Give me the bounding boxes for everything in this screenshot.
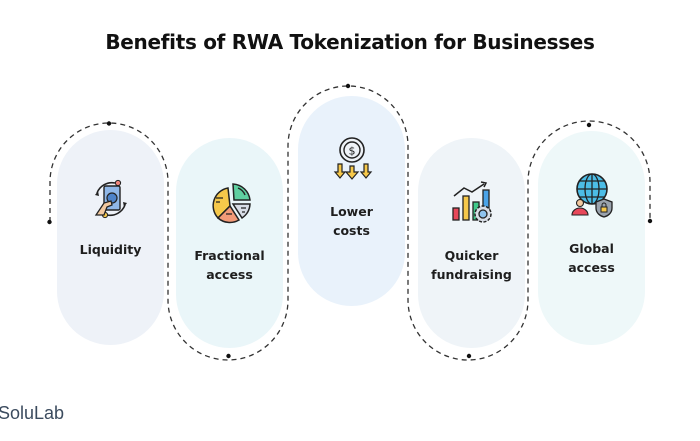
benefit-label-line2: access bbox=[206, 267, 253, 282]
connector-dot bbox=[226, 353, 231, 359]
svg-text:$: $ bbox=[348, 145, 355, 158]
globe-user-shield-icon bbox=[570, 173, 613, 218]
benefit-label-line2: fundraising bbox=[431, 267, 512, 282]
benefit-label-line1: Fractional bbox=[194, 248, 265, 263]
benefit-card-liquidity: Liquidity bbox=[57, 130, 164, 345]
connector-dot bbox=[47, 219, 52, 225]
pie-chart-icon bbox=[211, 183, 251, 224]
bar-chart-gear-icon bbox=[451, 181, 492, 223]
benefit-label-line2: access bbox=[568, 260, 615, 275]
page-title: Benefits of RWA Tokenization for Busines… bbox=[105, 30, 595, 54]
dollar-coin-down-arrows-icon: $ bbox=[333, 137, 372, 180]
connector-dot bbox=[647, 218, 653, 224]
benefit-card-lower-costs: $ Lower costs bbox=[298, 96, 405, 306]
benefit-label-line2: costs bbox=[333, 223, 370, 238]
benefit-label: Liquidity bbox=[57, 240, 164, 259]
connector-dot bbox=[345, 83, 351, 89]
benefit-label-line1: Global bbox=[569, 241, 614, 256]
benefit-label: Quicker fundraising bbox=[418, 246, 525, 284]
benefit-label-line1: Quicker bbox=[444, 248, 499, 263]
connector-dot bbox=[466, 353, 472, 359]
benefit-label-line1: Lower bbox=[330, 204, 373, 219]
benefit-card-fractional-access: Fractional access bbox=[176, 138, 283, 348]
benefit-card-global-access: Global access bbox=[538, 131, 645, 345]
benefit-label: Fractional access bbox=[176, 246, 283, 284]
benefit-card-quicker-fundraising: Quicker fundraising bbox=[418, 138, 525, 348]
benefit-label: Global access bbox=[538, 239, 645, 277]
brand-logo-text: SoluLab bbox=[0, 403, 65, 423]
connector-dot bbox=[586, 122, 592, 128]
benefit-label-line1: Liquidity bbox=[79, 242, 142, 257]
connector-dot bbox=[106, 121, 112, 126]
benefit-label: Lower costs bbox=[298, 202, 405, 240]
hand-money-cycle-icon bbox=[94, 179, 127, 219]
